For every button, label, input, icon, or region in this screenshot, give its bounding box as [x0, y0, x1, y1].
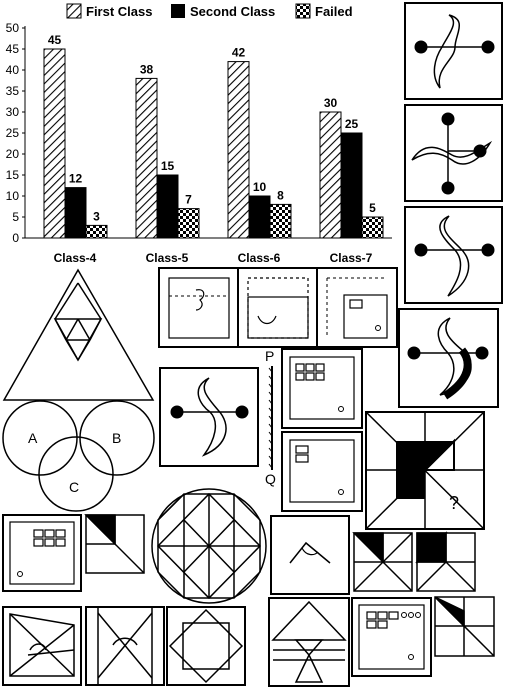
data-label: 15	[161, 159, 175, 173]
bar-first-class-class-5	[135, 77, 158, 239]
y-tick-label: 0	[12, 231, 19, 245]
x-tick-label: Class-6	[238, 251, 281, 265]
data-label: 45	[48, 33, 62, 47]
legend-label-failed: Failed	[315, 4, 353, 19]
y-tick-label: 50	[6, 21, 20, 35]
bar-second-class-class-5	[156, 174, 179, 239]
figure-shaded-square-4	[434, 596, 495, 657]
mirror-label-q: Q	[265, 471, 276, 487]
figure-shaded-square-1	[84, 514, 145, 574]
venn-label-c: C	[69, 479, 79, 495]
data-label: 12	[69, 172, 83, 186]
legend-label-first-class: First Class	[86, 4, 152, 19]
bar-chart: First Class Second Class Failed 0 5 10 15 20…	[6, 3, 392, 265]
legend-swatch-second-class	[171, 4, 185, 18]
figure-hourglass	[85, 606, 165, 686]
data-label: 10	[253, 180, 267, 194]
y-tick-label: 25	[6, 126, 20, 140]
bar-first-class-class-4	[43, 48, 66, 239]
y-tick-label: 20	[6, 147, 20, 161]
bar-failed-class-4	[85, 224, 108, 239]
bar-failed-class-5	[177, 208, 200, 239]
bar-second-class-class-6	[248, 195, 271, 239]
data-label: 38	[140, 62, 154, 76]
y-tick-label: 45	[6, 42, 20, 56]
legend-swatch-first-class	[66, 3, 82, 19]
bar-second-class-class-7	[340, 132, 363, 239]
bar-failed-class-6	[269, 203, 292, 239]
data-label: 3	[93, 209, 100, 223]
x-tick-label: Class-4	[54, 251, 97, 265]
venn-label-b: B	[112, 430, 121, 446]
y-tick-label: 15	[6, 168, 20, 182]
bar-second-class-class-4	[64, 187, 87, 239]
legend-label-second-class: Second Class	[190, 4, 275, 19]
y-tick-label: 10	[6, 189, 20, 203]
figure-octagon-circle	[151, 488, 267, 604]
figure-curve-center	[159, 367, 259, 467]
y-tick-label: 5	[12, 210, 19, 224]
data-label: 5	[369, 201, 376, 215]
legend-swatch-failed	[295, 3, 311, 19]
mirror-label-p: P	[265, 348, 274, 364]
figure-curve-4	[398, 308, 499, 408]
figure-square-diamond	[166, 606, 246, 686]
x-tick-label: Class-5	[146, 251, 189, 265]
figure-angle	[270, 515, 350, 595]
figure-triangle	[2, 268, 155, 401]
data-label: 30	[324, 96, 338, 110]
figure-card-grid	[2, 514, 82, 592]
figure-curve-2	[404, 104, 503, 202]
figure-paper-folding-strip	[158, 267, 398, 348]
y-tick-label: 30	[6, 105, 20, 119]
chart-legend: First Class Second Class Failed	[66, 3, 353, 19]
figure-curve-3	[404, 206, 503, 304]
figure-curve-1	[404, 2, 503, 100]
x-tick-label: Class-7	[330, 251, 373, 265]
chart-bars: 45 12 3 38 15 7 42 10 8 30 25 5	[43, 33, 384, 239]
figure-shaded-square-2	[352, 532, 413, 592]
data-label: 25	[345, 117, 359, 131]
y-tick-label: 35	[6, 84, 20, 98]
venn-label-a: A	[28, 430, 38, 446]
bar-failed-class-7	[361, 216, 384, 239]
figure-card-grid-alt	[351, 597, 432, 677]
data-label: 42	[232, 46, 246, 60]
y-tick-label: 40	[6, 63, 20, 77]
data-label: 7	[185, 193, 192, 207]
data-label: 8	[277, 188, 284, 202]
bar-first-class-class-7	[319, 111, 342, 239]
figure-shaded-square-3	[415, 531, 476, 592]
bar-first-class-class-6	[227, 61, 250, 239]
x-axis-labels: Class-4 Class-5 Class-6 Class-7	[54, 251, 373, 265]
figure-triangle-bands	[268, 597, 350, 687]
figure-mirror-images	[268, 348, 363, 512]
figure-tilted-box	[2, 606, 82, 686]
question-mark: ?	[449, 493, 459, 513]
figure-venn-diagram	[2, 400, 155, 512]
figure-pattern-square	[365, 411, 485, 530]
